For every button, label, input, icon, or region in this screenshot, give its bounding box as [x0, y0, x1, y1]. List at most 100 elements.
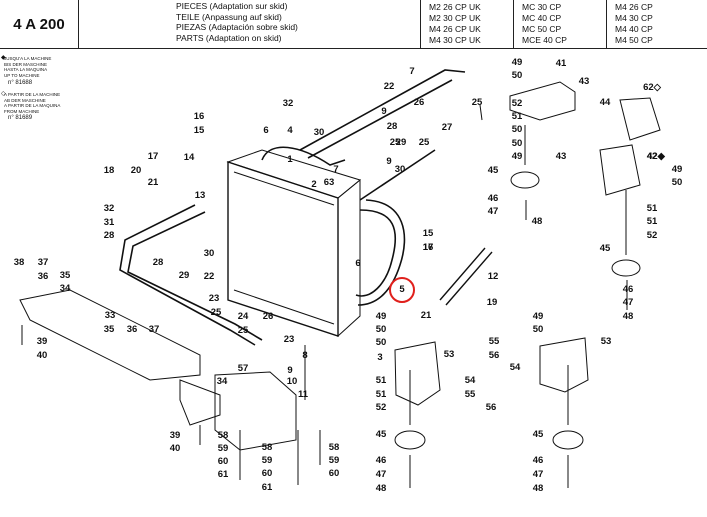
part-callout: 61: [261, 482, 273, 493]
part-callout: 59: [328, 455, 340, 466]
part-callout: 16: [193, 111, 205, 122]
part-callout: 34: [216, 376, 228, 387]
part-callout: 13: [194, 190, 206, 201]
part-callout: 36: [37, 271, 49, 282]
part-callout: 50: [511, 70, 523, 81]
part-callout: 48: [622, 311, 634, 322]
part-callout: 10: [286, 376, 298, 387]
model-cell: M4 40 CP: [615, 24, 653, 34]
part-callout: 51: [646, 203, 658, 214]
bracket-57: [214, 371, 297, 451]
page-code: 4 A 200: [0, 0, 79, 48]
part-callout: 19: [486, 297, 498, 308]
part-callout: 48: [375, 483, 387, 494]
part-callout: 50: [532, 324, 544, 335]
part-callout: 40: [36, 350, 48, 361]
part-callout: 48: [531, 216, 543, 227]
part-callout: 50: [375, 337, 387, 348]
part-callout: 47: [622, 297, 634, 308]
part-callout: 26: [413, 97, 425, 108]
part-callout: 47: [532, 469, 544, 480]
part-callout: 36: [126, 324, 138, 335]
part-callout: 50: [375, 324, 387, 335]
part-callout: 25: [471, 97, 483, 108]
model-cell: MC 50 CP: [522, 24, 562, 34]
part-callout: 38: [13, 257, 25, 268]
part-callout: 2: [311, 179, 317, 190]
part-callout: 26: [262, 311, 274, 322]
diamond-outline-icon: ◇: [1, 91, 6, 97]
part-callout: 37: [37, 257, 49, 268]
part-callout: 60: [261, 468, 273, 479]
note-line: BIS DER MASCHINE: [4, 61, 48, 67]
model-cell: M4 26 CP UK: [429, 24, 481, 34]
part-callout: 47: [487, 206, 499, 217]
part-callout: 3: [377, 352, 383, 363]
part-callout: 53: [443, 349, 455, 360]
part-callout: 7: [333, 164, 339, 175]
part-callout: 57: [237, 363, 249, 374]
part-callout: 55: [464, 389, 476, 400]
note-line: JUSQU'A LA MACHINE: [4, 56, 52, 61]
part-callout: 33: [104, 310, 116, 321]
note-line: A PARTIR DE LA MAQUINA: [4, 103, 61, 108]
part-callout: 60: [217, 456, 229, 467]
part-callout: 21: [147, 177, 159, 188]
part-callout: 49: [375, 311, 387, 322]
part-callout: 21: [420, 310, 432, 321]
part-callout: 50: [511, 138, 523, 149]
part-callout: 59: [261, 455, 273, 466]
part-callout: 45: [487, 165, 499, 176]
model-cell: M4 50 CP: [615, 35, 653, 45]
note-up-to: ◆ JUSQU'A LA MACHINE BIS DER MASCHINE HA…: [1, 55, 52, 78]
note-ref: n° 81689: [8, 115, 33, 121]
part-callout: 29: [178, 270, 190, 281]
model-column: M4 26 CP M4 30 CP M4 40 CP M4 50 CP: [607, 0, 673, 48]
part-callout: 40: [169, 443, 181, 454]
part-callout: 49: [532, 311, 544, 322]
part-callout: 15: [193, 125, 205, 136]
part-callout: 54: [509, 362, 521, 373]
part-callout: 51: [375, 375, 387, 386]
model-cell: M2 30 CP UK: [429, 13, 481, 23]
part-callout: 17: [147, 151, 159, 162]
part-callout: 30: [394, 164, 406, 175]
part-callout: 46: [622, 284, 634, 295]
part-callout: 56: [485, 402, 497, 413]
part-callout: 9: [386, 156, 392, 167]
hoses: [119, 69, 466, 346]
part-callout: 7: [409, 66, 415, 77]
part-callout: 34: [59, 283, 71, 294]
note-ref: n° 81688: [8, 80, 33, 86]
title-fr: PIECES (Adaptation sur skid): [176, 1, 288, 11]
header-titles: PIECES (Adaptation sur skid) TEILE (Anpa…: [176, 1, 298, 43]
part-callout: 47: [375, 469, 387, 480]
header: 4 A 200 PIECES (Adaptation sur skid) TEI…: [0, 0, 707, 49]
title-en: PARTS (Adaptation on skid): [176, 32, 282, 43]
part-callout: 46: [532, 455, 544, 466]
part-callout: 46: [487, 193, 499, 204]
part-callout: 4: [287, 125, 293, 136]
part-callout: 43: [578, 76, 590, 87]
part-callout: 39: [36, 336, 48, 347]
part-callout: 59: [217, 443, 229, 454]
part-callout: 60: [328, 468, 340, 479]
part-callout: 28: [386, 121, 398, 132]
model-cell: M4 30 CP UK: [429, 35, 481, 45]
part-callout: 29: [395, 137, 407, 148]
part-callout: 23: [283, 334, 295, 345]
part-callout: 16: [422, 242, 434, 253]
model-column: MC 30 CP MC 40 CP MC 50 CP MCE 40 CP: [514, 0, 607, 48]
part-callout: 49: [511, 57, 523, 68]
part-callout: 5: [399, 284, 405, 295]
part-callout: 51: [511, 111, 523, 122]
note-line: AB DER MASCHINE: [4, 97, 46, 103]
part-callout: 45: [375, 429, 387, 440]
part-callout: 30: [313, 127, 325, 138]
part-callout: 14: [183, 152, 195, 163]
part-callout: 25: [237, 325, 249, 336]
part-callout: 25: [210, 307, 222, 318]
model-cell: MC 40 CP: [522, 13, 562, 23]
part-callout: 52: [646, 230, 658, 241]
